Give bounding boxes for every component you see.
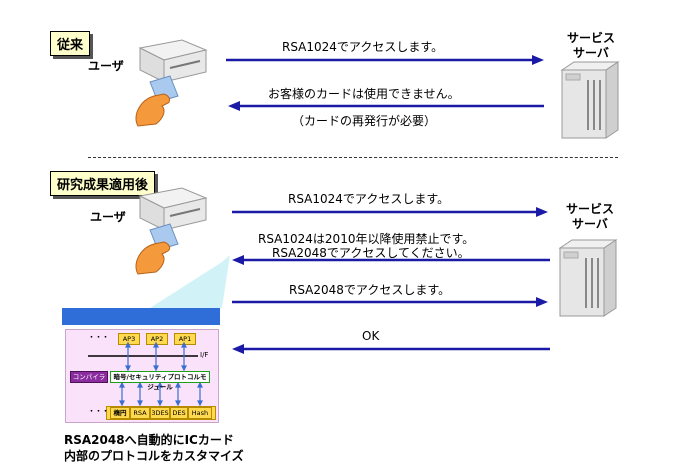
algo-box-des: DES (170, 407, 188, 419)
caption-line1: RSA2048へ自動的にICカード (64, 433, 234, 447)
arrow-right (232, 207, 548, 217)
arrow-left (228, 101, 544, 111)
algo-box-ecc: 楕円 (110, 407, 130, 419)
message-before-1: RSA1024でアクセスします。 (282, 40, 444, 54)
server-icon (560, 61, 620, 139)
caption-line2: 内部のプロトコルをカスタマイズ (64, 449, 244, 463)
algo-box-rsa: RSA (130, 407, 150, 419)
crypto-module-box: 暗号/セキュリティプロトコルモジュール (110, 371, 210, 391)
message-after-2: RSA1024は2010年以降使用禁止です。 (258, 232, 475, 246)
dots-top: ・・・ (88, 333, 109, 341)
message-before-2-sub: （カードの再発行が必要） (292, 114, 437, 128)
server-icon (558, 239, 618, 317)
arrow-left (232, 255, 550, 265)
message-after-1: RSA1024でアクセスします。 (288, 192, 450, 206)
arrow-right (232, 297, 548, 307)
arrow-right (226, 55, 544, 65)
ic-card-inset: ・・・ AP3 AP2 AP1 I/F コンパイラ 暗号/セキュリティプロトコル… (62, 308, 220, 423)
algo-box-3des: 3DES (150, 407, 170, 419)
algo-box-hash: Hash (188, 407, 212, 419)
dots-bottom: ・・・ (88, 407, 109, 415)
message-after-3: RSA2048でアクセスします。 (289, 283, 451, 297)
server-label-bottom-line1: サービス (565, 202, 614, 216)
compiler-box: コンパイラ (70, 371, 108, 383)
message-after-4: OK (362, 329, 380, 343)
if-label: I/F (200, 351, 209, 359)
server-label-top-line2: サーバ (573, 46, 609, 60)
section-divider (88, 157, 618, 158)
arrow-left (232, 344, 550, 354)
card-reader-icon (135, 39, 208, 127)
server-label-top-line1: サービス (566, 31, 615, 45)
inset-body: ・・・ AP3 AP2 AP1 I/F コンパイラ 暗号/セキュリティプロトコル… (65, 329, 219, 423)
inset-header (62, 308, 220, 325)
message-after-2-sub: RSA2048でアクセスしてください。 (272, 246, 470, 260)
server-label-bottom-line2: サーバ (572, 217, 608, 231)
user-label-top: ユーザ (88, 59, 124, 73)
section-before-label: 従来 (50, 31, 91, 56)
message-before-2: お客様のカードは使用できません。 (268, 87, 460, 101)
inset-connectors (88, 341, 203, 407)
section-after-label: 研究成果適用後 (50, 171, 156, 196)
card-reader-icon (135, 187, 208, 275)
user-label-bottom: ユーザ (90, 210, 126, 224)
